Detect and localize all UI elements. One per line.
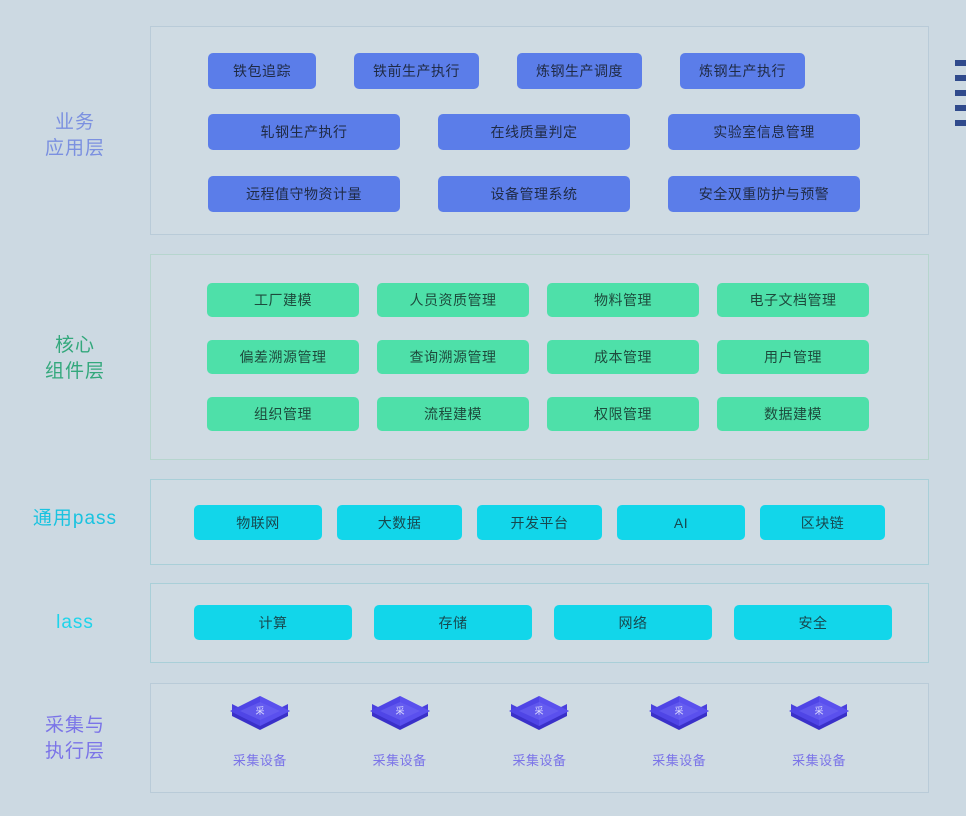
edge-bullet-icon: [955, 75, 966, 81]
edge-bullet-icon: [955, 60, 966, 66]
core-row-1: 工厂建模 人员资质管理 物料管理 电子文档管理: [207, 283, 869, 317]
device-item-2[interactable]: 采 采集设备: [345, 690, 455, 769]
chip-business-2-2[interactable]: 在线质量判定: [438, 114, 630, 150]
chip-core-3-4[interactable]: 数据建模: [717, 397, 869, 431]
edge-bullet-icon: [955, 90, 966, 96]
chip-core-3-3[interactable]: 权限管理: [547, 397, 699, 431]
chip-iaas-3[interactable]: 网络: [554, 605, 712, 640]
chip-core-2-3[interactable]: 成本管理: [547, 340, 699, 374]
layer-label-core: 核心 组件层: [44, 335, 105, 382]
device-caption-5: 采集设备: [792, 753, 847, 768]
chip-pass-2[interactable]: 大数据: [337, 505, 462, 540]
pass-row: 物联网 大数据 开发平台 AI 区块链: [194, 505, 885, 540]
device-caption-3: 采集设备: [512, 753, 567, 768]
business-row-1: 铁包追踪 铁前生产执行 炼钢生产调度 炼钢生产执行: [208, 53, 805, 89]
device-item-4[interactable]: 采 采集设备: [624, 690, 734, 769]
device-item-5[interactable]: 采 采集设备: [764, 690, 874, 769]
layer-label-iaas: lass: [56, 612, 94, 633]
edge-bullet-list: [955, 60, 966, 135]
chip-core-3-1[interactable]: 组织管理: [207, 397, 359, 431]
chip-business-3-3[interactable]: 安全双重防护与预警: [668, 176, 860, 212]
chip-iaas-1[interactable]: 计算: [194, 605, 352, 640]
collection-device-icon: 采: [649, 696, 710, 730]
core-row-3: 组织管理 流程建模 权限管理 数据建模: [207, 397, 869, 431]
device-glyph: 采: [255, 706, 264, 716]
chip-core-2-1[interactable]: 偏差溯源管理: [207, 340, 359, 374]
chip-business-1-1[interactable]: 铁包追踪: [208, 53, 316, 89]
chip-core-1-1[interactable]: 工厂建模: [207, 283, 359, 317]
layer-label-pass: 通用pass: [32, 508, 118, 529]
collection-device-icon: 采: [509, 696, 570, 730]
chip-business-2-1[interactable]: 轧钢生产执行: [208, 114, 400, 150]
chip-core-2-4[interactable]: 用户管理: [717, 340, 869, 374]
chip-pass-5[interactable]: 区块链: [760, 505, 885, 540]
business-row-3: 远程值守物资计量 设备管理系统 安全双重防护与预警: [208, 176, 860, 212]
collection-device-icon: 采: [229, 696, 290, 730]
chip-business-1-4[interactable]: 炼钢生产执行: [680, 53, 805, 89]
device-glyph: 采: [535, 706, 544, 716]
collection-device-row: 采 采集设备 采 采集设备 采 采集设: [150, 690, 929, 790]
chip-iaas-2[interactable]: 存储: [374, 605, 532, 640]
chip-pass-4[interactable]: AI: [617, 505, 745, 540]
collection-device-icon: 采: [369, 696, 430, 730]
collection-device-icon: 采: [789, 696, 850, 730]
chip-core-1-3[interactable]: 物料管理: [547, 283, 699, 317]
chip-business-2-3[interactable]: 实验室信息管理: [668, 114, 860, 150]
device-caption-4: 采集设备: [652, 753, 707, 768]
business-row-2: 轧钢生产执行 在线质量判定 实验室信息管理: [208, 114, 860, 150]
device-caption-2: 采集设备: [372, 753, 427, 768]
chip-pass-1[interactable]: 物联网: [194, 505, 322, 540]
iaas-row: 计算 存储 网络 安全: [194, 605, 892, 640]
chip-core-1-2[interactable]: 人员资质管理: [377, 283, 529, 317]
device-glyph: 采: [815, 706, 824, 716]
chip-business-3-2[interactable]: 设备管理系统: [438, 176, 630, 212]
device-glyph: 采: [395, 706, 404, 716]
layer-label-collection: 采集与 执行层: [44, 715, 105, 762]
device-glyph: 采: [675, 706, 684, 716]
device-caption-1: 采集设备: [232, 753, 287, 768]
chip-business-3-1[interactable]: 远程值守物资计量: [208, 176, 400, 212]
chip-iaas-4[interactable]: 安全: [734, 605, 892, 640]
chip-pass-3[interactable]: 开发平台: [477, 505, 602, 540]
chip-core-2-2[interactable]: 查询溯源管理: [377, 340, 529, 374]
chip-core-3-2[interactable]: 流程建模: [377, 397, 529, 431]
chip-business-1-3[interactable]: 炼钢生产调度: [517, 53, 642, 89]
device-item-1[interactable]: 采 采集设备: [205, 690, 315, 769]
chip-core-1-4[interactable]: 电子文档管理: [717, 283, 869, 317]
layer-label-business: 业务 应用层: [44, 112, 105, 159]
device-item-3[interactable]: 采 采集设备: [484, 690, 594, 769]
edge-bullet-icon: [955, 105, 966, 111]
chip-business-1-2[interactable]: 铁前生产执行: [354, 53, 479, 89]
edge-bullet-icon: [955, 120, 966, 126]
core-row-2: 偏差溯源管理 查询溯源管理 成本管理 用户管理: [207, 340, 869, 374]
